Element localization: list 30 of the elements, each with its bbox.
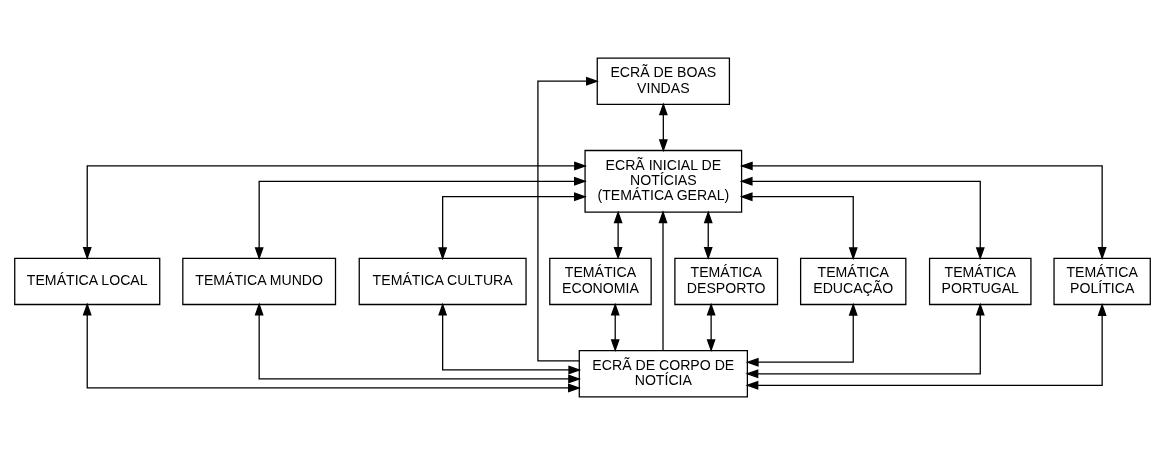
arrow [82,160,587,260]
node-box: TEMÁTICA MUNDO [182,257,337,305]
arrow [254,176,587,260]
arrow [706,302,716,352]
node-box: ECRÃ DE CORPO DE NOTÍCIA [578,349,748,397]
arrow [745,302,858,367]
arrow [739,191,858,260]
arrow [438,191,587,260]
arrow [739,160,1107,260]
node-box: TEMÁTICA LOCAL [14,257,161,305]
arrow [658,102,668,152]
arrow [703,210,713,260]
arrow [537,76,599,362]
node-box: TEMÁTICA POLÍTICA [1053,257,1151,305]
node-box: TEMÁTICA CULTURA [358,257,527,305]
arrow [745,302,1107,390]
node-box: TEMÁTICA DESPORTO [674,257,779,305]
node-box: TEMÁTICA ECONOMIA [549,257,652,305]
node-box: ECRÃ DE BOAS VINDAS [596,57,731,105]
arrow [610,302,620,352]
node-box: TEMÁTICA PORTUGAL [928,257,1032,305]
arrow [613,210,623,260]
node-box: ECRÃ INICIAL DE NOTÍCIAS (TEMÁTICA GERAL) [584,149,743,213]
arrow [82,302,581,392]
arrow [658,209,668,351]
arrow [745,302,985,378]
arrow [438,302,582,374]
node-box: TEMÁTICA EDUCAÇÃO [800,257,907,305]
arrow [739,176,985,260]
arrow [254,302,582,383]
